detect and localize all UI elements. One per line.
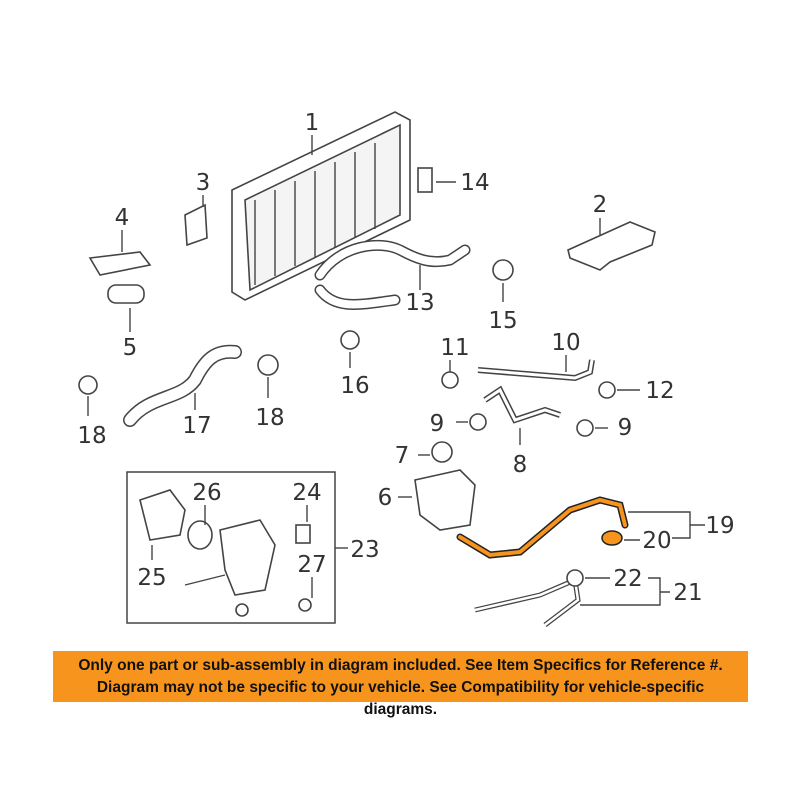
disclaimer-line-2: Diagram may not be specific to your vehi… bbox=[96, 679, 705, 718]
callout-18: 18 bbox=[77, 423, 106, 449]
callout-7: 7 bbox=[395, 443, 410, 469]
callout-6: 6 bbox=[378, 485, 393, 511]
callout-22: 22 bbox=[613, 566, 642, 592]
callout-9: 9 bbox=[430, 411, 445, 437]
highlighted-cap-part-20 bbox=[601, 530, 623, 546]
callout-17: 17 bbox=[182, 413, 211, 439]
callout-19: 19 bbox=[705, 513, 734, 539]
highlighted-hose-part-19 bbox=[456, 496, 629, 559]
callout-5: 5 bbox=[123, 335, 138, 361]
insulator-part bbox=[88, 251, 152, 276]
coolant-reservoir-part bbox=[414, 469, 476, 531]
callout-27: 27 bbox=[297, 552, 326, 578]
callout-8: 8 bbox=[513, 452, 528, 478]
disclaimer-line-1: Only one part or sub-assembly in diagram… bbox=[78, 657, 723, 674]
bracket-part bbox=[184, 203, 208, 247]
insulator-lower-part bbox=[107, 284, 145, 304]
radiator-part bbox=[231, 111, 411, 301]
callout-25: 25 bbox=[137, 565, 166, 591]
callout-13: 13 bbox=[405, 290, 434, 316]
callout-14: 14 bbox=[460, 170, 489, 196]
callout-1: 1 bbox=[305, 110, 320, 136]
callout-16: 16 bbox=[340, 373, 369, 399]
callout-12: 12 bbox=[645, 378, 674, 404]
callout-20: 20 bbox=[642, 528, 671, 554]
callout-26: 26 bbox=[192, 480, 221, 506]
callout-2: 2 bbox=[593, 192, 608, 218]
callout-10: 10 bbox=[551, 330, 580, 356]
callout-11: 11 bbox=[440, 335, 469, 361]
callout-3: 3 bbox=[196, 170, 211, 196]
callout-9: 9 bbox=[618, 415, 633, 441]
callout-21: 21 bbox=[673, 580, 702, 606]
callout-23: 23 bbox=[350, 537, 379, 563]
disclaimer-banner: Only one part or sub-assembly in diagram… bbox=[53, 651, 748, 718]
callout-18: 18 bbox=[255, 405, 284, 431]
callout-4: 4 bbox=[115, 205, 130, 231]
callout-24: 24 bbox=[292, 480, 321, 506]
clip-part bbox=[417, 167, 433, 193]
callout-15: 15 bbox=[488, 308, 517, 334]
air-deflector-part bbox=[567, 221, 656, 271]
